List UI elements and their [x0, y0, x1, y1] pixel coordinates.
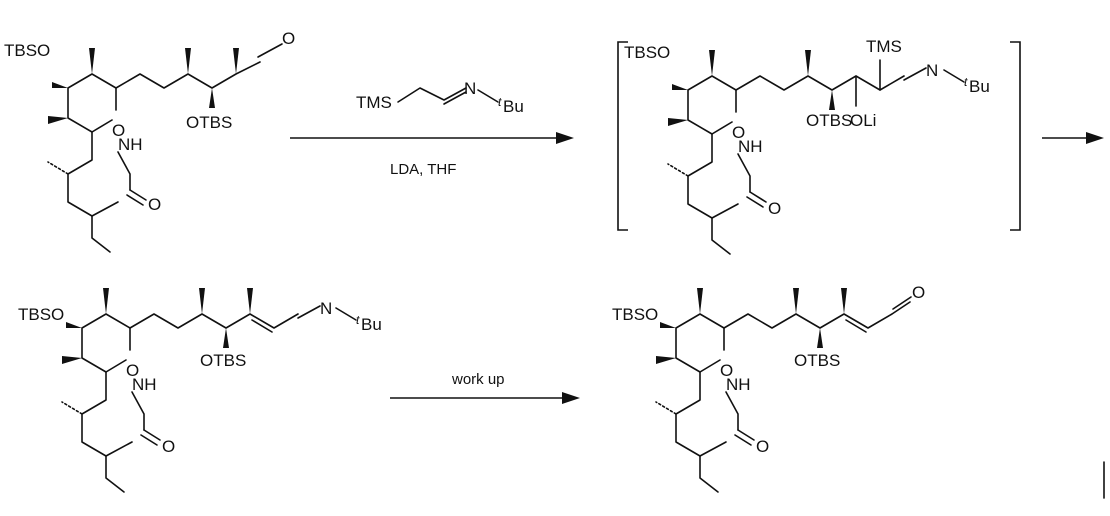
label-otbs-1: OTBS	[186, 113, 232, 132]
label-tms-2: TMS	[866, 37, 902, 56]
label-o-aldehyde-1: O	[282, 29, 295, 48]
label-o-carbonyl-3: O	[162, 437, 175, 456]
label-o-carbonyl-4: O	[756, 437, 769, 456]
label-tbso-2: TBSO	[624, 43, 670, 62]
reagent-structure: TMS N t Bu	[356, 79, 524, 116]
label-tbso-1: TBSO	[4, 41, 50, 60]
conditions-step1: LDA, THF	[390, 161, 456, 178]
label-o-ring-1: O	[112, 121, 125, 140]
conditions-step2: work up	[451, 371, 505, 388]
label-n-3: N	[320, 299, 332, 318]
label-o-ring-2: O	[732, 123, 745, 142]
label-o-carbonyl-1: O	[148, 195, 161, 214]
final-product: TBSO O NH O OTBS O	[612, 283, 925, 493]
label-tbso-4: TBSO	[612, 305, 658, 324]
reaction-arrow-3	[390, 392, 580, 404]
label-t-2: t	[964, 75, 968, 89]
label-bu-3: Bu	[361, 315, 382, 334]
label-bu-reagent: Bu	[503, 97, 524, 116]
label-o-ring-4: O	[720, 361, 733, 380]
reaction-arrow-2	[1042, 132, 1104, 144]
label-nh-3: NH	[132, 375, 157, 394]
label-oli: OLi	[850, 111, 876, 130]
label-t-reagent: t	[498, 95, 502, 109]
intermediate-bracket	[617, 41, 1021, 231]
label-otbs-2: OTBS	[806, 111, 852, 130]
imine-product: TBSO O NH O OTBS N t Bu	[18, 288, 382, 493]
label-nh-4: NH	[726, 375, 751, 394]
label-o-carbonyl-2: O	[768, 199, 781, 218]
label-nh-2: NH	[738, 137, 763, 156]
label-n-2: N	[926, 61, 938, 80]
intermediate: TBSO O NH O OTBS OLi TMS N t Bu	[624, 37, 990, 255]
label-tbso-3: TBSO	[18, 305, 64, 324]
label-nh-1: NH	[118, 135, 143, 154]
label-o-ring-3: O	[126, 361, 139, 380]
label-o-aldehyde-4: O	[912, 283, 925, 302]
reaction-arrow-1	[290, 132, 574, 144]
label-otbs-3: OTBS	[200, 351, 246, 370]
label-otbs-4: OTBS	[794, 351, 840, 370]
starting-material: TBSO O NH O OTBS O	[4, 29, 295, 253]
label-n-reagent: N	[464, 79, 476, 98]
label-tms-reagent: TMS	[356, 93, 392, 112]
label-bu-2: Bu	[969, 77, 990, 96]
label-t-3: t	[356, 313, 360, 327]
